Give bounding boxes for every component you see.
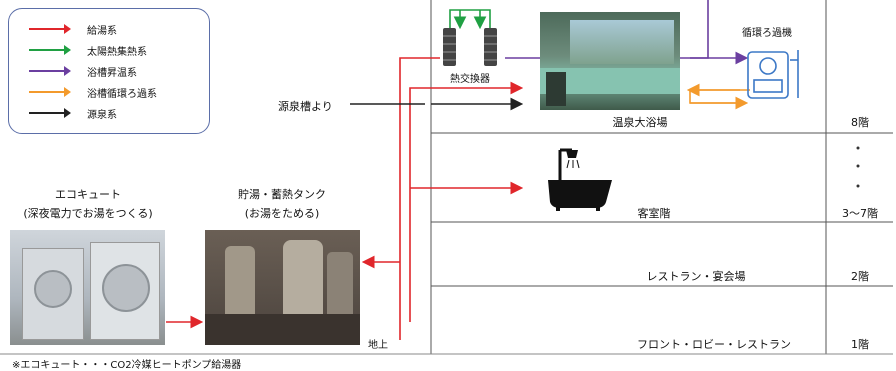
- source-spring-label: 源泉槽より: [278, 100, 333, 113]
- heat-exchanger-label: 熱交換器: [450, 74, 490, 85]
- ecocute-title: エコキュート: [55, 188, 121, 201]
- ecocute-subtitle: (深夜電力でお湯をつくる): [23, 207, 153, 220]
- legend-item-solar: 太陽熱集熱系: [29, 42, 147, 58]
- floor-name-1f: フロント・ロビー・レストラン: [637, 338, 791, 351]
- red-arrow-icon: [29, 24, 71, 34]
- legend-label: 太陽熱集熱系: [87, 46, 147, 58]
- floor-ellipsis: [856, 146, 860, 188]
- floor-level-8f: 8階: [851, 116, 869, 129]
- tank-subtitle: (お湯をためる): [244, 207, 320, 220]
- onsen-bath-photo: [540, 12, 680, 110]
- orange-arrow-icon: [29, 87, 71, 97]
- storage-tank-photo: [205, 230, 360, 345]
- filter-unit-label: 循環ろ過機: [742, 28, 792, 39]
- green-arrow-icon: [29, 45, 71, 55]
- legend: 給湯系 太陽熱集熱系 浴槽昇温系 浴槽循環ろ過系 源泉系: [8, 8, 210, 134]
- footnote: ※エコキュート・・・CO2冷媒ヒートポンプ給湯器: [12, 360, 242, 371]
- heat-exchanger-icon: [443, 28, 497, 66]
- legend-label: 源泉系: [87, 109, 117, 121]
- floor-level-2f: 2階: [851, 270, 869, 283]
- purple-arrow-icon: [29, 66, 71, 76]
- filter-pipes: [686, 83, 750, 110]
- legend-item-heating: 浴槽昇温系: [29, 63, 137, 79]
- solar-pipes: [449, 9, 491, 30]
- legend-item-source: 源泉系: [29, 105, 117, 121]
- legend-item-supply: 給湯系: [29, 21, 117, 37]
- black-arrow-icon: [29, 108, 71, 118]
- floor-name-8f: 温泉大浴場: [612, 116, 668, 129]
- supply-pipes: [166, 57, 524, 340]
- floor-name-guest: 客室階: [637, 207, 671, 220]
- floor-level-1f: 1階: [851, 338, 869, 351]
- ground-label: 地上: [368, 340, 388, 351]
- legend-item-filter: 浴槽循環ろ過系: [29, 84, 157, 100]
- floor-name-2f: レストラン・宴会場: [646, 270, 746, 283]
- legend-label: 浴槽昇温系: [87, 67, 137, 79]
- ecocute-photo: [10, 230, 165, 345]
- bathtub-icon: [548, 148, 612, 211]
- filter-machine-icon: [747, 50, 799, 99]
- legend-label: 給湯系: [87, 25, 117, 37]
- legend-label: 浴槽循環ろ過系: [87, 88, 157, 100]
- floor-level-guest: 3〜7階: [842, 207, 878, 220]
- tank-title: 貯湯・蓄熱タンク: [238, 188, 326, 201]
